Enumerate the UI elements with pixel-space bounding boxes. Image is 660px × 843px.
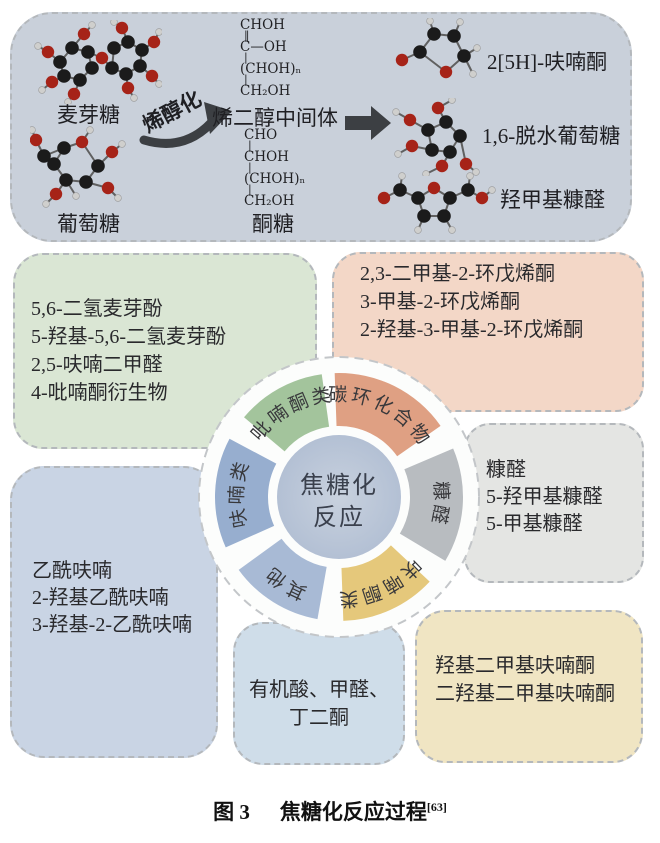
others-list: 有机酸、甲醛、丁二酮 — [235, 624, 403, 732]
list-line: 乙酰呋喃 — [32, 560, 112, 582]
furfurals-box: 糠醛 5-羟甲基糠醛 5-甲基糠醛 — [464, 423, 644, 583]
list-line: 糠醛 — [486, 459, 526, 481]
list-line: | — [248, 183, 252, 196]
furanones-list: 羟基二甲基呋喃酮二羟基二甲基呋喃酮 — [417, 612, 641, 708]
furanone-molecule — [395, 18, 481, 79]
caption-number: 图 3 — [213, 800, 250, 824]
svg-text:糠醛: 糠醛 — [426, 481, 453, 529]
list-line: 5-羟基-5,6-二氢麦芽酚 — [31, 326, 226, 348]
furans-list: 乙酰呋喃 2-羟基乙酰呋喃 3-羟基-2-乙酰呋喃 — [12, 468, 216, 639]
list-line: | — [244, 73, 248, 86]
carbocyclic-list: 2,3-二甲基-2-环戊烯酮 3-甲基-2-环戊烯酮 2-羟基-3-甲基-2-环戊烯… — [334, 254, 642, 344]
maltose-label: 麦芽糖 — [57, 103, 120, 127]
caption-title: 焦糖化反应过程 — [279, 800, 427, 824]
pyranones-list: 5,6-二氢麦芽酚 5-羟基-5,6-二氢麦芽酚 2,5-呋喃二甲醛 4-吡喃酮衍生物 — [15, 255, 315, 407]
svg-text:反应: 反应 — [313, 504, 365, 531]
maltose-molecule — [34, 20, 162, 104]
list-line: C—OH — [240, 39, 287, 55]
glucose-molecule — [30, 126, 126, 208]
list-line: 5,6-二氢麦芽酚 — [31, 298, 163, 320]
list-line: 3-羟基-2-乙酰呋喃 — [32, 614, 192, 636]
list-line: | — [248, 161, 252, 174]
list-line: (CHOH)ₙ — [240, 61, 302, 77]
ketose-formula: CHO|CHOH|(CHOH)ₙ|CH₂OH — [244, 128, 305, 208]
list-line: CHO — [244, 127, 278, 143]
list-line: 5-甲基糠醛 — [486, 513, 583, 535]
furfurals-list: 糠醛 5-羟甲基糠醛 5-甲基糠醛 — [466, 425, 642, 538]
ketose-label: 酮糖 — [252, 212, 294, 236]
list-line: 2-羟基乙酰呋喃 — [32, 587, 169, 609]
list-line: 丁二酮 — [289, 707, 349, 729]
right-arrow-icon — [345, 106, 391, 140]
enediol-formula: CHOH‖C—OH|(CHOH)ₙ|CH₂OH — [240, 18, 301, 98]
enolization-arrow-icon — [139, 102, 232, 148]
hydroxymethylfurfural-molecule — [377, 172, 496, 234]
product-label-hmf: 羟甲基糠醛 — [500, 188, 605, 212]
list-line: | — [248, 139, 252, 152]
caption-reference: [63] — [426, 800, 447, 814]
list-line: 2,3-二甲基-2-环戊烯酮 — [360, 263, 555, 285]
product-label-anhydroglucose: 1,6-脱水葡萄糖 — [482, 124, 621, 148]
svg-text:焦糖化: 焦糖化 — [300, 472, 378, 499]
top-reaction-panel: 麦芽糖 葡萄糖 烯醇化 CHOH‖C—OH|(CHOH)ₙ|CH₂OH 烯二醇中… — [10, 12, 632, 242]
product-label-furanone: 2[5H]-呋喃酮 — [487, 50, 608, 74]
glucose-label: 葡萄糖 — [57, 212, 120, 236]
enediol-label: 烯二醇中间体 — [212, 106, 338, 130]
others-box: 有机酸、甲醛、丁二酮 — [233, 622, 405, 765]
list-line: | — [244, 51, 248, 64]
list-line: 有机酸、甲醛、 — [249, 679, 389, 701]
list-line: 3-甲基-2-环戊烯酮 — [360, 291, 520, 313]
list-line: 二羟基二甲基呋喃酮 — [435, 683, 615, 705]
list-line: 2-羟基-3-甲基-2-环戊烯酮 — [360, 319, 584, 341]
anhydroglucose-molecule — [392, 98, 480, 176]
list-line: 2,5-呋喃二甲醛 — [31, 354, 163, 376]
list-line: CH₂OH — [244, 193, 295, 209]
list-line: (CHOH)ₙ — [244, 171, 306, 187]
furans-box: 乙酰呋喃 2-羟基乙酰呋喃 3-羟基-2-乙酰呋喃 — [10, 466, 218, 758]
list-line: 5-羟甲基糠醛 — [486, 486, 603, 508]
list-line: CHOH — [244, 149, 289, 165]
list-line: ‖ — [244, 29, 250, 42]
list-line: CH₂OH — [240, 83, 291, 99]
list-line: 羟基二甲基呋喃酮 — [435, 655, 595, 677]
list-line: 4-吡喃酮衍生物 — [31, 382, 168, 404]
figure-caption: 图 3 焦糖化反应过程[63] — [0, 796, 660, 826]
list-line: CHOH — [240, 17, 285, 33]
furanones-box: 羟基二甲基呋喃酮二羟基二甲基呋喃酮 — [415, 610, 643, 763]
